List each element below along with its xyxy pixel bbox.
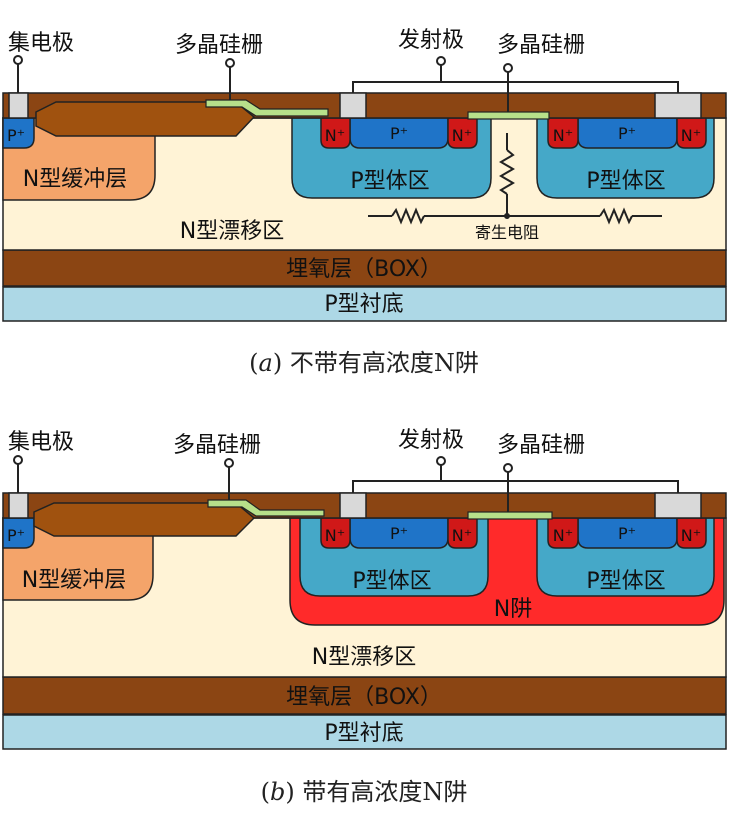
emitter-wire-b: [352, 480, 679, 493]
p-plus-collector-label-b: P⁺: [7, 526, 25, 545]
n-plus-source-3: [547, 117, 579, 149]
n-plus-source-4-label: N⁺: [681, 126, 701, 145]
panel-b: P型衬底 埋氧层（BOX） N型漂移区 N阱 N型缓冲层 P⁺ P型体区 P型体…: [2, 428, 727, 806]
n-plus-source-3-label: N⁺: [553, 126, 573, 145]
n-plus-source-4: [676, 117, 707, 149]
box-layer: [2, 249, 727, 287]
box-layer-b: [2, 676, 727, 715]
n-plus-source-1-b: [320, 517, 351, 549]
emitter-wire: [352, 81, 679, 93]
collector-contact: [8, 92, 29, 119]
caption-a: (a) 不带有高浓度N阱: [249, 349, 479, 377]
p-plus-body-right-label-b: P⁺: [618, 524, 636, 543]
p-body-right-label-b: P型体区: [586, 569, 665, 594]
n-plus-source-1-label-b: N⁺: [325, 526, 345, 545]
collector-contact-b: [8, 492, 29, 519]
p-body-left-label: P型体区: [350, 169, 429, 194]
n-plus-source-1-label: N⁺: [325, 126, 345, 145]
gate-left-poly: [205, 99, 329, 117]
gate-right-terminal: [503, 63, 513, 73]
n-buffer-label: N型缓冲层: [23, 167, 127, 192]
gate-left-label-b: 多晶硅栅: [173, 433, 261, 458]
gate-right-poly-b: [467, 511, 553, 520]
gate-right-poly: [467, 111, 550, 120]
field-oxide-poly: [35, 101, 256, 137]
box-label-b: 埋氧层（BOX）: [286, 685, 442, 710]
panel-a: P型衬底 埋氧层（BOX） N型漂移区 N型缓冲层 P⁺ P型体区 P型体区 P…: [2, 28, 727, 377]
gate-left-terminal-b: [224, 458, 234, 468]
gate-right-label-b: 多晶硅栅: [497, 433, 585, 458]
n-drift-label-b: N型漂移区: [312, 645, 416, 670]
p-plus-body-left-label: P⁺: [390, 124, 408, 143]
emitter-terminal-b: [436, 456, 446, 466]
n-plus-source-4-label-b: N⁺: [681, 526, 701, 545]
emitter-contact-left-b: [339, 492, 367, 519]
p-substrate-region-b: [2, 714, 727, 750]
p-substrate-label: P型衬底: [324, 292, 403, 317]
n-buffer-region-b: [2, 517, 154, 601]
n-well-label: N阱: [494, 597, 532, 622]
parasitic-resistor-label: 寄生电阻: [475, 223, 539, 242]
box-label: 埋氧层（BOX）: [286, 257, 442, 282]
n-plus-source-1: [320, 117, 351, 149]
n-plus-source-2-b: [447, 517, 478, 549]
collector-terminal-b: [13, 455, 23, 465]
p-substrate-label-b: P型衬底: [324, 721, 403, 746]
n-plus-source-2-label-b: N⁺: [452, 526, 472, 545]
n-plus-source-2-label: N⁺: [452, 126, 472, 145]
gate-left-label: 多晶硅栅: [175, 33, 263, 58]
p-plus-body-left-label-b: P⁺: [390, 524, 408, 543]
gate-right-label: 多晶硅栅: [497, 33, 585, 58]
gate-left-terminal: [225, 58, 235, 68]
p-body-left-label-b: P型体区: [352, 569, 431, 594]
collector-label: 集电极: [8, 31, 74, 56]
parasitic-resistor-network: [368, 133, 662, 225]
n-drift-label: N型漂移区: [180, 219, 284, 244]
p-plus-collector-region: [2, 117, 35, 149]
emitter-contact-right: [654, 92, 702, 119]
gate-right-terminal-b: [503, 463, 513, 473]
n-buffer-region: [2, 117, 156, 201]
n-buffer-label-b: N型缓冲层: [22, 568, 126, 593]
n-plus-source-4-b: [676, 517, 707, 549]
field-oxide-poly-b: [33, 502, 256, 537]
n-plus-source-3-label-b: N⁺: [553, 526, 573, 545]
p-substrate-region: [2, 286, 727, 322]
p-plus-body-right-label: P⁺: [618, 124, 636, 143]
p-plus-collector-region-b: [2, 517, 35, 549]
emitter-label-b: 发射极: [398, 428, 464, 453]
gate-left-poly-b: [207, 499, 325, 517]
emitter-terminal: [436, 56, 446, 66]
p-body-right-label: P型体区: [586, 169, 665, 194]
emitter-contact-left: [339, 92, 367, 119]
collector-label-b: 集电极: [8, 430, 74, 455]
resistor-junction: [504, 213, 510, 219]
caption-b: (b) 带有高浓度N阱: [261, 778, 468, 806]
collector-terminal: [13, 55, 23, 65]
emitter-label: 发射极: [398, 28, 464, 53]
p-plus-collector-label: P⁺: [7, 126, 25, 145]
n-plus-source-3-b: [547, 517, 579, 549]
emitter-contact-right-b: [654, 492, 702, 519]
n-plus-source-2: [447, 117, 478, 149]
